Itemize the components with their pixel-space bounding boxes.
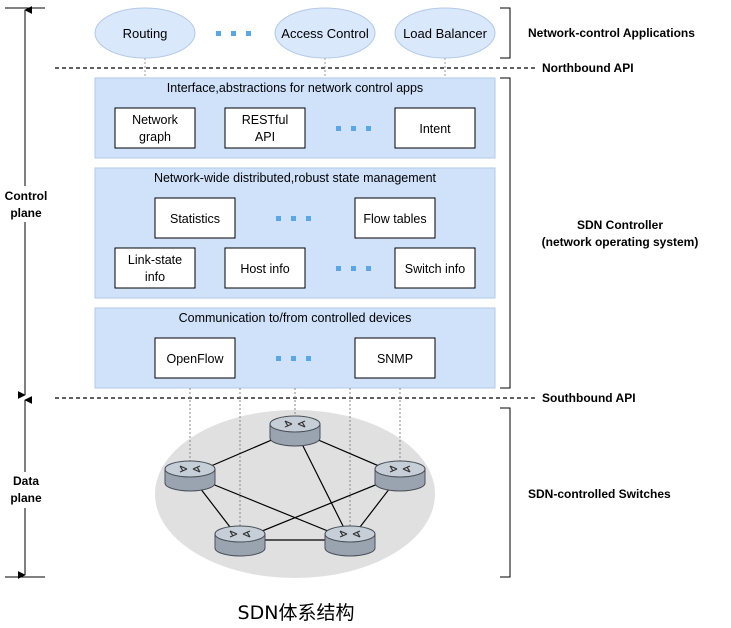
host-info-box bbox=[224, 247, 306, 289]
app-access-control-label: Access Control bbox=[281, 26, 369, 41]
network-graph-line1: Network bbox=[132, 113, 179, 127]
state-layer-title: Network-wide distributed,robust state ma… bbox=[154, 171, 437, 185]
control-plane-label-line2: plane bbox=[10, 206, 42, 220]
app-load-balancer bbox=[394, 7, 496, 59]
plane-divider-axis bbox=[0, 5, 52, 579]
restful-api-box bbox=[224, 107, 306, 149]
link-state-box bbox=[114, 247, 196, 289]
state-row1-ellipsis-dots bbox=[276, 216, 311, 221]
sdn-controller-label-line1: SDN Controller bbox=[577, 218, 663, 232]
network-control-apps-label: Network-control Applications bbox=[528, 26, 695, 40]
switch-top bbox=[269, 415, 321, 447]
control-plane-label-line1: Control bbox=[5, 189, 48, 203]
restful-api-line1: RESTful bbox=[242, 113, 289, 127]
app-load-balancer-label: Load Balancer bbox=[403, 26, 488, 41]
apps-bracket bbox=[500, 7, 511, 59]
switch-left bbox=[164, 460, 216, 492]
switches-bracket bbox=[500, 407, 511, 578]
switch-bottom-right bbox=[324, 525, 376, 557]
figure-caption: SDN体系结构 bbox=[237, 602, 355, 624]
statistics-box bbox=[154, 197, 236, 239]
state-row2-ellipsis-dots bbox=[336, 266, 371, 271]
data-plane-label-line1: Data bbox=[13, 474, 39, 488]
sdn-controller-label-line2: (network operating system) bbox=[542, 235, 699, 249]
app-routing bbox=[94, 7, 196, 59]
app-routing-label: Routing bbox=[123, 26, 168, 41]
switch-bottom-left bbox=[214, 525, 266, 557]
controller-bracket bbox=[500, 77, 511, 389]
switch-info-label: Switch info bbox=[405, 262, 465, 276]
switch-right bbox=[374, 460, 426, 492]
snmp-box bbox=[354, 337, 436, 379]
link-state-line1: Link-state bbox=[128, 253, 182, 267]
restful-api-line2: API bbox=[255, 130, 275, 144]
network-graph-box bbox=[114, 107, 196, 149]
southbound-control-links bbox=[189, 388, 401, 528]
host-info-label: Host info bbox=[240, 262, 289, 276]
interface-layer-title: Interface,abstractions for network contr… bbox=[167, 81, 423, 95]
comm-ellipsis-dots bbox=[276, 356, 311, 361]
app-connectors bbox=[144, 58, 446, 78]
switch-info-box bbox=[394, 247, 476, 289]
statistics-label: Statistics bbox=[170, 212, 220, 226]
flow-tables-label: Flow tables bbox=[363, 212, 426, 226]
flow-tables-box bbox=[354, 197, 436, 239]
sdn-switches-label: SDN-controlled Switches bbox=[528, 487, 671, 501]
apps-ellipsis-dots bbox=[216, 31, 251, 36]
openflow-label: OpenFlow bbox=[167, 352, 225, 366]
data-plane-label-line2: plane bbox=[10, 491, 42, 505]
snmp-label: SNMP bbox=[377, 352, 413, 366]
network-graph-line2: graph bbox=[139, 130, 171, 144]
southbound-api-label: Southbound API bbox=[542, 391, 636, 405]
intent-label: Intent bbox=[419, 122, 451, 136]
link-state-line2: info bbox=[145, 270, 165, 284]
interface-ellipsis-dots bbox=[336, 126, 371, 131]
intent-box bbox=[394, 107, 476, 149]
comm-layer-title: Communication to/from controlled devices bbox=[179, 311, 412, 325]
openflow-box bbox=[154, 337, 236, 379]
northbound-api-label: Northbound API bbox=[542, 61, 634, 75]
app-access-control bbox=[274, 7, 376, 59]
